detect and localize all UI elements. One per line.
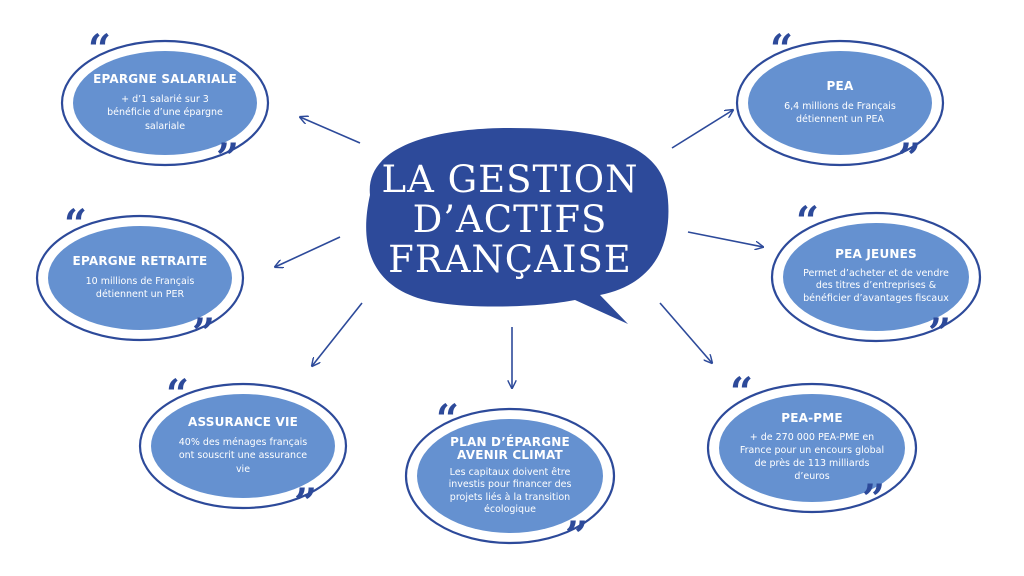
- open-quote-icon: “: [436, 396, 460, 443]
- close-quote-icon: ”: [862, 476, 886, 523]
- open-quote-icon: “: [796, 198, 820, 245]
- center-title: LA GESTION D’ACTIFS FRANÇAISE: [355, 160, 665, 280]
- card-plan-epargne-shape: [404, 407, 616, 545]
- card-pea-shape: [735, 39, 945, 167]
- close-quote-icon: ”: [294, 480, 318, 527]
- card-epargne-retraite: EPARGNE RETRAITE 10 millions de Français…: [48, 226, 232, 330]
- center-title-line: FRANÇAISE: [388, 238, 632, 281]
- card-epargne-salariale-shape: [60, 39, 270, 167]
- card-title: PEA: [826, 78, 854, 93]
- card-pea-pme: PEA-PME + de 270 000 PEA-PME en France p…: [719, 394, 905, 502]
- card-epargne-retraite-shape: [35, 214, 245, 342]
- card-title: EPARGNE RETRAITE: [72, 253, 208, 268]
- arrow-to-assurance-vie: [312, 302, 363, 366]
- open-quote-icon: “: [770, 26, 794, 73]
- card-assurance-vie: ASSURANCE VIE 40% des ménages français o…: [151, 394, 335, 498]
- center-title-line: LA GESTION: [381, 158, 639, 201]
- card-pea-jeunes: PEA JEUNES Permet d’acheter et de vendre…: [783, 223, 969, 331]
- card-plan-epargne: PLAN D’ÉPARGNE AVENIR CLIMAT Les capitau…: [417, 419, 603, 533]
- card-text: 40% des ménages français ont souscrit un…: [178, 436, 308, 475]
- close-quote-icon: ”: [928, 310, 952, 357]
- open-quote-icon: “: [64, 201, 88, 248]
- close-quote-icon: ”: [216, 135, 240, 182]
- card-text: Les capitaux doivent être investis pour …: [448, 467, 572, 516]
- center-title-line: D’ACTIFS: [412, 198, 608, 241]
- card-title: EPARGNE SALARIALE: [93, 72, 237, 87]
- card-pea-pme-shape: [706, 382, 918, 514]
- close-quote-icon: ”: [565, 513, 589, 560]
- card-title: PEA JEUNES: [835, 246, 917, 261]
- card-title: PLAN D’ÉPARGNE AVENIR CLIMAT: [450, 434, 570, 463]
- close-quote-icon: ”: [192, 310, 216, 357]
- card-title: ASSURANCE VIE: [187, 415, 299, 430]
- card-text: + de 270 000 PEA-PME en France pour un e…: [739, 432, 885, 482]
- card-title: PEA-PME: [781, 411, 843, 426]
- open-quote-icon: “: [88, 26, 112, 73]
- arrow-to-pea-jeunes: [687, 231, 763, 247]
- card-pea: PEA 6,4 millions de Français détiennent …: [748, 51, 932, 155]
- card-epargne-salariale: EPARGNE SALARIALE + d’1 salarié sur 3 bé…: [73, 51, 257, 155]
- open-quote-icon: “: [730, 369, 754, 416]
- card-text: 10 millions de Français détiennent un PE…: [85, 275, 195, 300]
- arrow-to-epargne-salariale: [300, 117, 361, 144]
- card-pea-jeunes-shape: [770, 211, 982, 343]
- card-text: Permet d’acheter et de vendre des titres…: [803, 267, 949, 305]
- card-text: + d’1 salarié sur 3 bénéficie d’une épar…: [107, 93, 223, 132]
- card-assurance-vie-shape: [138, 382, 348, 510]
- arrow-to-pea: [671, 110, 733, 149]
- arrow-to-epargne-retraite: [275, 236, 341, 267]
- open-quote-icon: “: [166, 371, 190, 418]
- arrow-to-pea-pme: [659, 302, 712, 363]
- close-quote-icon: ”: [898, 135, 922, 182]
- card-text: 6,4 millions de Français détiennent un P…: [784, 100, 896, 125]
- center-speech-bubble: [366, 128, 669, 324]
